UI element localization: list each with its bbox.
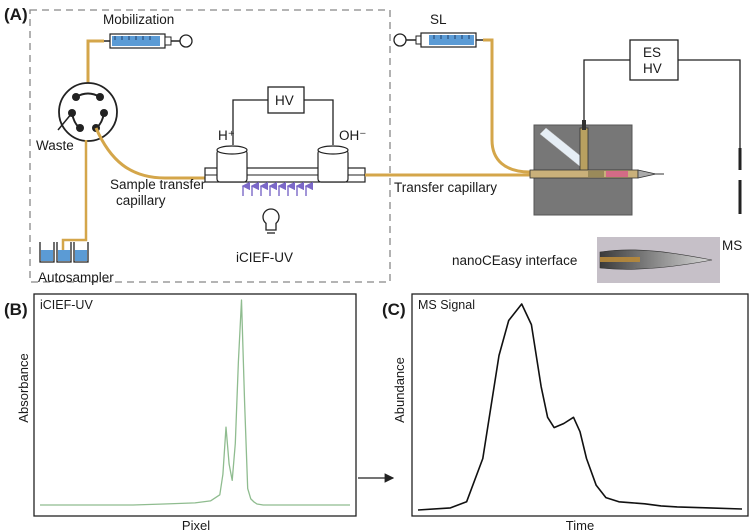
autosampler-vials [39, 242, 89, 263]
panel-a-label: (A) [4, 5, 28, 24]
panel-b-ylabel: Absorbance [16, 353, 31, 422]
autosampler-label: Autosampler [38, 270, 114, 285]
panel-b-frame [33, 293, 357, 517]
mobilization-capillary [86, 39, 104, 85]
light-bulb-icon [262, 208, 280, 234]
emitter-tip-photo [597, 237, 720, 283]
panel-a: (A) Mobilization [4, 5, 742, 285]
mobilization-label: Mobilization [103, 12, 174, 27]
sample-transfer-label-1: Sample transfer [110, 177, 206, 192]
iciefuv-hv-label: HV [275, 93, 294, 108]
sheath-liquid-capillary [483, 38, 531, 174]
es-label: ES [643, 45, 661, 60]
sample-transfer-label-2: capillary [116, 193, 166, 208]
nanoceasy-interface-block [529, 120, 664, 216]
h-plus-label: H⁺ [218, 128, 235, 143]
sample-transfer-capillary [94, 127, 215, 180]
panel-c-plot [417, 303, 743, 511]
sheath-liquid-syringe [393, 32, 483, 48]
ms-signal-line [417, 303, 743, 511]
ms-label: MS [722, 238, 742, 253]
panel-b-label: (B) [4, 300, 28, 319]
panel-b: (B) iCIEF-UV Pixel Absorbance [4, 293, 357, 532]
iciefuv-hv-circuit [232, 86, 334, 145]
panel-c-title: MS Signal [418, 298, 475, 312]
electropherogram-line [40, 299, 350, 506]
iciefuv-label: iCIEF-UV [236, 250, 293, 265]
panel-c-xlabel: Time [566, 518, 594, 532]
panel-c-frame [411, 293, 749, 517]
es-hv-circuit [583, 39, 741, 148]
panel-b-xlabel: Pixel [182, 518, 210, 532]
interface-label: nanoCEasy interface [452, 253, 577, 268]
waste-line [57, 112, 73, 131]
panel-b-title: iCIEF-UV [40, 298, 93, 312]
panel-c: (C) MS Signal Time Abundance [382, 293, 749, 532]
autosampler-capillary [61, 140, 88, 258]
uv-light-arrows [241, 181, 313, 196]
transfer-capillary-label: Transfer capillary [394, 180, 497, 195]
panel-c-label: (C) [382, 300, 406, 319]
mobilization-syringe [104, 33, 193, 49]
sl-label: SL [430, 12, 447, 27]
oh-minus-label: OH⁻ [339, 128, 366, 143]
panel-c-ylabel: Abundance [392, 357, 407, 423]
es-hv-label: HV [643, 61, 662, 76]
iciefuv-instrument-box [29, 9, 391, 283]
switching-valve [58, 82, 118, 142]
iciefuv-cartridge [204, 145, 366, 183]
panel-b-plot [40, 299, 350, 506]
waste-label: Waste [36, 138, 74, 153]
